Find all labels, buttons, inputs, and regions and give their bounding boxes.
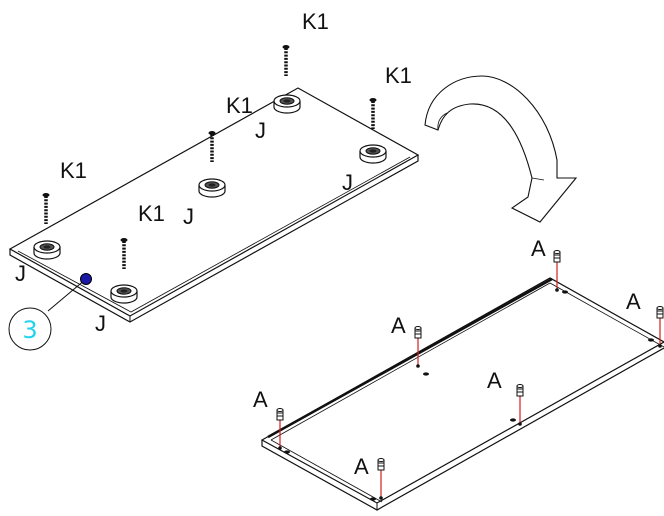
label-j: J xyxy=(183,204,194,229)
top-panel xyxy=(8,87,420,323)
marker-dot xyxy=(80,273,92,285)
cam-fitting-icon xyxy=(273,94,301,114)
bottom-panel xyxy=(260,277,664,511)
label-k1: K1 xyxy=(302,9,329,34)
cam-fitting-icon xyxy=(198,178,226,198)
label-a: A xyxy=(354,454,369,479)
label-group-bottom: A A A A A A xyxy=(253,236,641,479)
cam-fitting-icon xyxy=(110,284,138,304)
label-a: A xyxy=(391,313,406,338)
label-k1: K1 xyxy=(385,63,412,88)
step-callout: 3 xyxy=(8,273,92,351)
cam-fitting-icon xyxy=(359,144,387,164)
screw-icon xyxy=(40,191,52,226)
cam-fitting-icon xyxy=(33,240,61,260)
label-a: A xyxy=(487,368,502,393)
label-a: A xyxy=(253,387,268,412)
label-j: J xyxy=(342,170,353,195)
label-k1: K1 xyxy=(138,201,165,226)
label-k1: K1 xyxy=(60,158,87,183)
label-a: A xyxy=(626,289,641,314)
callout-number: 3 xyxy=(22,316,37,344)
flip-arrow-icon xyxy=(424,75,578,223)
label-j: J xyxy=(95,311,106,336)
label-group-top: K1 K1 K1 K1 K1 J J J J J xyxy=(15,9,412,336)
screw-icon xyxy=(367,96,379,131)
label-j: J xyxy=(255,118,266,143)
screw-icon xyxy=(280,43,292,78)
label-a: A xyxy=(531,236,546,261)
label-j: J xyxy=(15,261,26,286)
label-k1: K1 xyxy=(226,93,253,118)
